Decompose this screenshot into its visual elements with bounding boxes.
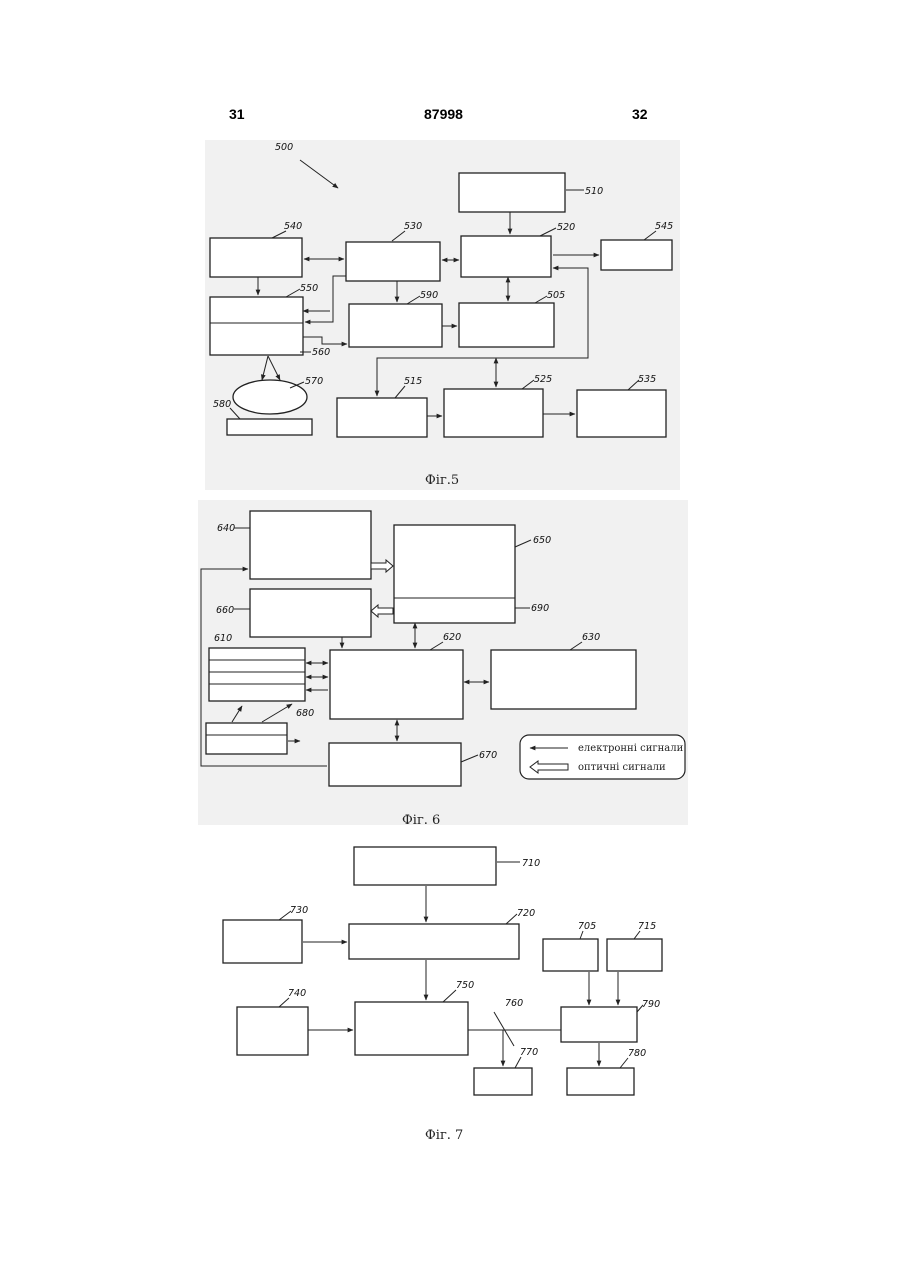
fig5-block-535 bbox=[577, 390, 666, 437]
fig5-block-525 bbox=[444, 389, 543, 437]
fig6-label-640: 640 bbox=[217, 523, 235, 534]
fig6-label-670: 670 bbox=[479, 750, 497, 761]
fig5-label-510: 510 bbox=[585, 186, 603, 197]
fig5-label-545: 545 bbox=[655, 221, 673, 232]
fig6-label-680: 680 bbox=[296, 708, 314, 719]
fig5-label-540: 540 bbox=[284, 221, 302, 232]
fig5-label-590: 590 bbox=[420, 290, 438, 301]
fig5-label-530: 530 bbox=[404, 221, 422, 232]
fig5-caption: Фіг.5 bbox=[425, 473, 459, 488]
fig5-block-505 bbox=[459, 303, 554, 347]
fig5-label-550: 550 bbox=[300, 283, 318, 294]
fig5-label-535: 535 bbox=[638, 374, 656, 385]
fig6-caption: Фіг. 6 bbox=[402, 813, 440, 828]
fig7-block-730 bbox=[223, 920, 302, 963]
fig6-legend-electronic-label: електронні сигнали bbox=[578, 743, 684, 754]
fig7-block-780 bbox=[567, 1068, 634, 1095]
fig5-block-545 bbox=[601, 240, 672, 270]
fig5-label-515: 515 bbox=[404, 376, 422, 387]
fig7-block-710 bbox=[354, 847, 496, 885]
fig7-block-790 bbox=[561, 1007, 637, 1042]
fig7-label-770: 770 bbox=[520, 1047, 538, 1058]
fig7-block-705 bbox=[543, 939, 598, 971]
fig6-block-640 bbox=[250, 511, 371, 579]
fig5-sample-580 bbox=[227, 419, 312, 435]
fig5-label-500: 500 bbox=[275, 142, 293, 153]
fig5-block-530 bbox=[346, 242, 440, 281]
fig7-label-760: 760 bbox=[505, 998, 523, 1009]
fig7-block-770 bbox=[474, 1068, 532, 1095]
fig6-block-670 bbox=[329, 743, 461, 786]
fig6-block-650-690 bbox=[394, 525, 515, 623]
fig6-block-610 bbox=[209, 648, 305, 701]
fig5-label-505: 505 bbox=[547, 290, 565, 301]
fig7-label-715: 715 bbox=[638, 921, 656, 932]
fig5-block-510 bbox=[459, 173, 565, 212]
fig6-label-630: 630 bbox=[582, 632, 600, 643]
fig6-block-620 bbox=[330, 650, 463, 719]
fig7-splitter-760 bbox=[494, 1012, 514, 1046]
fig5-label-525: 525 bbox=[534, 374, 552, 385]
fig6-label-660: 660 bbox=[216, 605, 234, 616]
fig5-block-590 bbox=[349, 304, 442, 347]
fig6-legend-optical-label: оптичні сигнали bbox=[578, 762, 666, 773]
figure-7: 710 720 730 705 715 740 750 760 790 770 … bbox=[223, 847, 662, 1143]
fig7-label-750: 750 bbox=[456, 980, 474, 991]
fig5-label-570: 570 bbox=[305, 376, 323, 387]
fig6-label-610: 610 bbox=[214, 633, 232, 644]
fig7-block-750 bbox=[355, 1002, 468, 1055]
fig6-block-660 bbox=[250, 589, 371, 637]
fig7-label-705: 705 bbox=[578, 921, 596, 932]
fig5-block-515 bbox=[337, 398, 427, 437]
fig7-block-740 bbox=[237, 1007, 308, 1055]
fig7-label-790: 790 bbox=[642, 999, 660, 1010]
fig6-label-650: 650 bbox=[533, 535, 551, 546]
fig7-label-710: 710 bbox=[522, 858, 540, 869]
fig6-label-690: 690 bbox=[531, 603, 549, 614]
fig7-block-720 bbox=[349, 924, 519, 959]
fig5-block-550-560 bbox=[210, 297, 303, 355]
fig7-label-720: 720 bbox=[517, 908, 535, 919]
fig5-block-540 bbox=[210, 238, 302, 277]
fig7-block-715 bbox=[607, 939, 662, 971]
fig5-label-580: 580 bbox=[213, 399, 231, 410]
fig5-label-520: 520 bbox=[557, 222, 575, 233]
fig5-label-560: 560 bbox=[312, 347, 330, 358]
fig6-label-620: 620 bbox=[443, 632, 461, 643]
fig7-label-780: 780 bbox=[628, 1048, 646, 1059]
fig6-block-680 bbox=[206, 723, 287, 754]
fig7-label-740: 740 bbox=[288, 988, 306, 999]
fig6-block-630 bbox=[491, 650, 636, 709]
fig7-caption: Фіг. 7 bbox=[425, 1128, 463, 1143]
fig5-block-520 bbox=[461, 236, 551, 277]
fig7-label-730: 730 bbox=[290, 905, 308, 916]
